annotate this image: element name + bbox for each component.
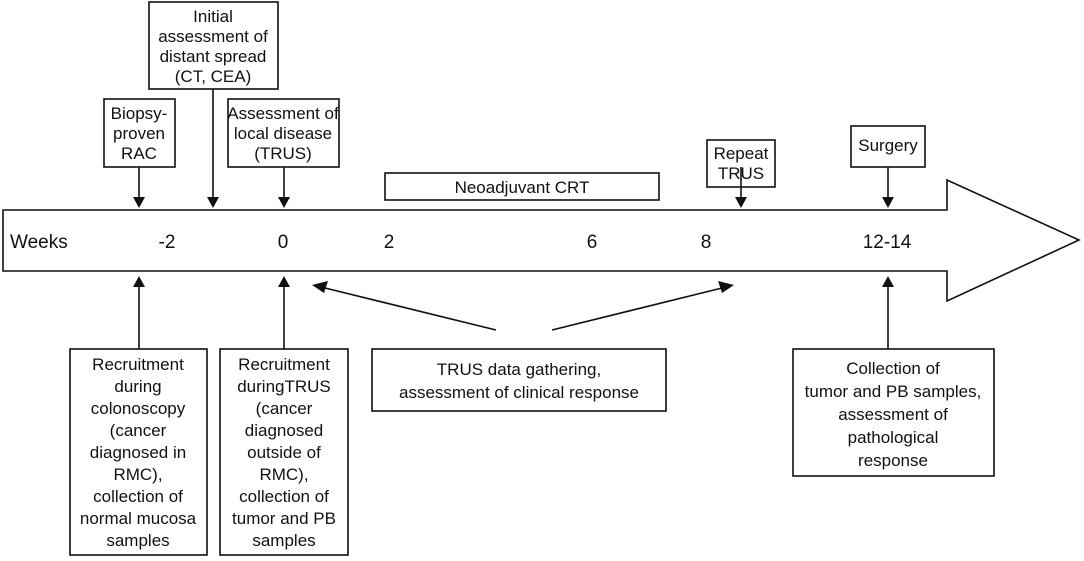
tick-week-minus2: -2 xyxy=(159,232,176,253)
biopsy-line-1: Biopsy- xyxy=(111,104,168,123)
recruitment-colonoscopy-line-7: collection of xyxy=(93,487,183,506)
surgery-label: Surgery xyxy=(858,136,918,155)
recruitment-colonoscopy-line-4: (cancer xyxy=(110,421,167,440)
trus-data-line-2: assessment of clinical response xyxy=(399,383,639,402)
biopsy-line-3: RAC xyxy=(121,144,157,163)
biopsy-arrow xyxy=(133,167,145,208)
recruitment-colonoscopy-line-9: samples xyxy=(106,531,169,550)
local-assessment-line-1: Assessment of xyxy=(227,104,339,123)
recruitment-trus-line-6: RMC), xyxy=(259,465,308,484)
recruitment-trus-line-8: tumor and PB xyxy=(232,509,336,528)
recruitment-colonoscopy-line-2: during xyxy=(114,377,161,396)
recruitment-colonoscopy-line-8: normal mucosa xyxy=(80,509,197,528)
initial-assessment-line-4: (CT, CEA) xyxy=(175,67,252,86)
recruitment-trus-line-2: duringTRUS xyxy=(237,377,331,396)
recruitment-trus-arrow xyxy=(278,276,290,349)
recruitment-trus-line-3: (cancer xyxy=(256,399,313,418)
local-assessment-line-3: (TRUS) xyxy=(254,144,312,163)
local-assessment-arrow xyxy=(278,167,290,208)
recruitment-colonoscopy-arrow xyxy=(133,276,145,349)
neoadjuvant-label: Neoadjuvant CRT xyxy=(455,178,590,197)
trus-data-arrow-left xyxy=(312,281,497,331)
repeat-trus-arrow xyxy=(735,167,747,208)
collection-pathology-line-2: tumor and PB samples, xyxy=(805,382,982,401)
initial-assessment-box: Initial assessment of distant spread (CT… xyxy=(148,1,279,90)
trus-data-line-1: TRUS data gathering, xyxy=(437,360,601,379)
timeline-arrow xyxy=(2,178,1081,303)
repeat-trus-line-1: Repeat xyxy=(714,144,769,163)
initial-assessment-line-1: Initial xyxy=(193,7,233,26)
recruitment-colonoscopy-line-6: RMC), xyxy=(113,465,162,484)
local-assessment-line-2: local disease xyxy=(234,124,332,143)
trus-data-box: TRUS data gathering, assessment of clini… xyxy=(371,348,667,412)
recruitment-trus-line-9: samples xyxy=(252,531,315,550)
tick-week-12-14: 12-14 xyxy=(863,232,912,253)
surgery-box: Surgery xyxy=(850,125,926,168)
recruitment-trus-line-1: Recruitment xyxy=(238,355,330,374)
biopsy-line-2: proven xyxy=(113,124,165,143)
weeks-label: Weeks xyxy=(10,232,68,253)
biopsy-box: Biopsy- proven RAC xyxy=(103,98,176,168)
tick-week-0: 0 xyxy=(278,232,289,253)
recruitment-trus-line-5: outside of xyxy=(247,443,321,462)
surgery-arrow xyxy=(882,167,894,208)
collection-pathology-box: Collection of tumor and PB samples, asse… xyxy=(792,348,995,477)
tick-week-2: 2 xyxy=(384,232,395,253)
recruitment-colonoscopy-line-5: diagnosed in xyxy=(90,443,186,462)
neoadjuvant-box: Neoadjuvant CRT xyxy=(384,172,660,201)
recruitment-trus-line-7: collection of xyxy=(239,487,329,506)
collection-pathology-line-5: response xyxy=(858,451,928,470)
recruitment-colonoscopy-box: Recruitment during colonoscopy (cancer d… xyxy=(69,348,208,556)
collection-pathology-line-1: Collection of xyxy=(846,359,940,378)
recruitment-colonoscopy-line-3: colonoscopy xyxy=(91,399,186,418)
recruitment-trus-box: Recruitment duringTRUS (cancer diagnosed… xyxy=(219,348,349,556)
recruitment-trus-line-4: diagnosed xyxy=(245,421,323,440)
collection-pathology-arrow xyxy=(882,276,894,349)
tick-week-8: 8 xyxy=(701,232,712,253)
recruitment-colonoscopy-line-1: Recruitment xyxy=(92,355,184,374)
local-assessment-box: Assessment of local disease (TRUS) xyxy=(227,98,340,168)
initial-assessment-arrow xyxy=(207,89,219,208)
initial-assessment-line-3: distant spread xyxy=(160,47,267,66)
initial-assessment-line-2: assessment of xyxy=(158,27,268,46)
trus-data-arrow-right xyxy=(551,281,734,331)
collection-pathology-line-3: assessment of xyxy=(838,405,948,424)
tick-week-6: 6 xyxy=(587,232,598,253)
collection-pathology-line-4: pathological xyxy=(848,428,939,447)
